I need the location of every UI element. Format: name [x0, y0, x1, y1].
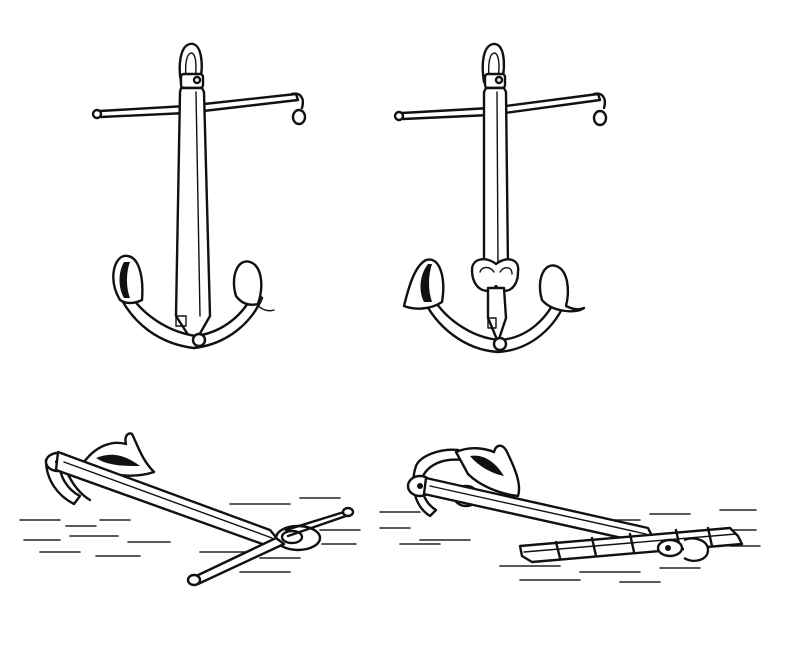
arms [116, 286, 264, 350]
stock-band [554, 532, 636, 560]
seabed-line [499, 565, 701, 573]
anchor-upright-stock-swivel [393, 42, 608, 354]
stock-stowed-edge [523, 533, 737, 553]
swivel-joint-detail [479, 266, 513, 275]
stock-stowed [518, 526, 744, 564]
fluke-left [112, 254, 144, 305]
seabed-line [19, 519, 131, 527]
crown-bolt [417, 483, 423, 489]
stock-bent-end [592, 92, 607, 110]
seabed-line [399, 539, 471, 545]
seabed-line [229, 497, 341, 505]
anchor-lying-stock [19, 432, 361, 587]
fluke-right-tip [255, 303, 275, 312]
crown-bolt [191, 332, 207, 348]
seabed-line [599, 509, 757, 521]
fluke-right [232, 260, 263, 306]
crown-bolt [492, 336, 508, 352]
seabed-line [379, 511, 421, 529]
stock-knob [291, 108, 307, 126]
fluke-upper [454, 444, 521, 498]
shank-edge [496, 91, 499, 267]
shackle-ring [178, 42, 203, 84]
seabed-line [519, 579, 661, 583]
shank-edge [63, 461, 273, 539]
shank-slot [487, 317, 497, 329]
shackle-ring-inner [184, 52, 197, 79]
fluke-left-shade [420, 264, 432, 302]
stock-end-ball [341, 506, 355, 518]
fluke-left-shade [119, 262, 130, 298]
stock-bar [190, 536, 286, 586]
seabed-line [199, 551, 301, 573]
stock-upper-bar [284, 510, 346, 532]
stock-bent-end [290, 92, 305, 110]
shank-lower [486, 286, 508, 344]
seabed-line [319, 529, 361, 545]
shackle-pin [192, 75, 202, 85]
end-shackle-bow [683, 537, 710, 562]
stock-knob [592, 109, 608, 127]
stock-end-ball [91, 108, 103, 120]
anchor-upright-stock [91, 42, 307, 350]
anchor-ring-inner [280, 529, 304, 545]
end-shackle-pin [665, 545, 671, 551]
stock-end-ball [393, 110, 405, 122]
shank [174, 86, 212, 346]
fluke-upper-shade [470, 455, 504, 476]
shank [482, 86, 510, 270]
fluke-upper-shade [96, 454, 140, 466]
shank-slot [175, 315, 187, 327]
stock-end-knob [186, 573, 202, 587]
seabed-line [23, 535, 171, 543]
shackle-ring-inner [487, 52, 500, 79]
anchor-lying-stock-stowed [379, 444, 761, 583]
swivel-joint [470, 258, 520, 292]
shank-edge [195, 91, 201, 317]
seabed-line [39, 551, 141, 557]
shackle-ring [481, 42, 506, 84]
shackle-pin [494, 75, 504, 85]
fluke-right [538, 264, 586, 313]
shank-edge [429, 485, 647, 535]
stock-upper-bar-edge [286, 514, 348, 538]
